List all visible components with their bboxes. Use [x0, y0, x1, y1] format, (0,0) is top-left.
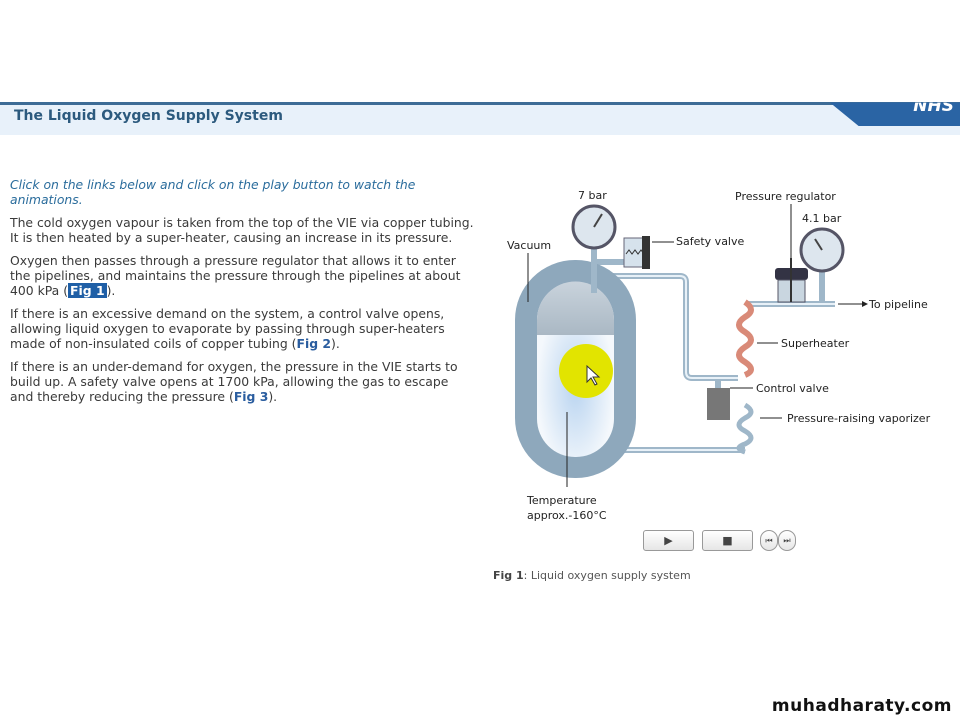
intro-text: Click on the links below and click on th…: [10, 177, 416, 207]
nhs-logo: NHS: [830, 102, 960, 126]
vacuum-label: Vacuum: [507, 239, 551, 252]
paragraph: If there is an excessive demand on the s…: [10, 306, 445, 351]
next-frame-button[interactable]: ⏭: [778, 530, 796, 551]
fig3-link[interactable]: Fig 3: [233, 389, 269, 404]
cursor-highlight: [559, 344, 613, 398]
temperature-label: Temperature: [526, 494, 597, 507]
control-valve-label: Control valve: [756, 382, 829, 395]
paragraph: The cold oxygen vapour is taken from the…: [10, 215, 474, 245]
control-valve-icon: [707, 388, 730, 420]
vaporizer-coil: [736, 402, 754, 455]
cursor-icon: [586, 364, 601, 386]
vaporizer-label: Pressure-raising vaporizer: [787, 412, 931, 425]
fig2-link[interactable]: Fig 2: [296, 336, 332, 351]
paragraph: If there is an under-demand for oxygen, …: [10, 359, 458, 404]
safety-valve-label: Safety valve: [676, 235, 744, 248]
to-pipeline-label: To pipeline: [868, 298, 928, 311]
fig1-link[interactable]: Fig 1: [68, 283, 107, 298]
pressure-regulator-label: Pressure regulator: [735, 190, 836, 203]
superheater-coil: [736, 299, 754, 378]
page-title: The Liquid Oxygen Supply System: [14, 108, 283, 124]
figure-caption: Fig 1: Liquid oxygen supply system: [493, 569, 691, 582]
watermark: muhadharaty.com: [771, 696, 952, 716]
prev-frame-button[interactable]: ⏮: [760, 530, 778, 551]
header-band: [0, 102, 960, 135]
paragraph: Oxygen then passes through a pressure re…: [10, 253, 461, 298]
stop-button[interactable]: ■: [702, 530, 753, 551]
gauge2-label: 4.1 bar: [802, 212, 842, 225]
superheater-label: Superheater: [781, 337, 850, 350]
temperature-value: approx.-160°C: [527, 509, 607, 522]
play-button[interactable]: ▶: [643, 530, 694, 551]
content-text: Click on the links below and click on th…: [10, 177, 475, 412]
gauge1-label: 7 bar: [578, 189, 607, 202]
